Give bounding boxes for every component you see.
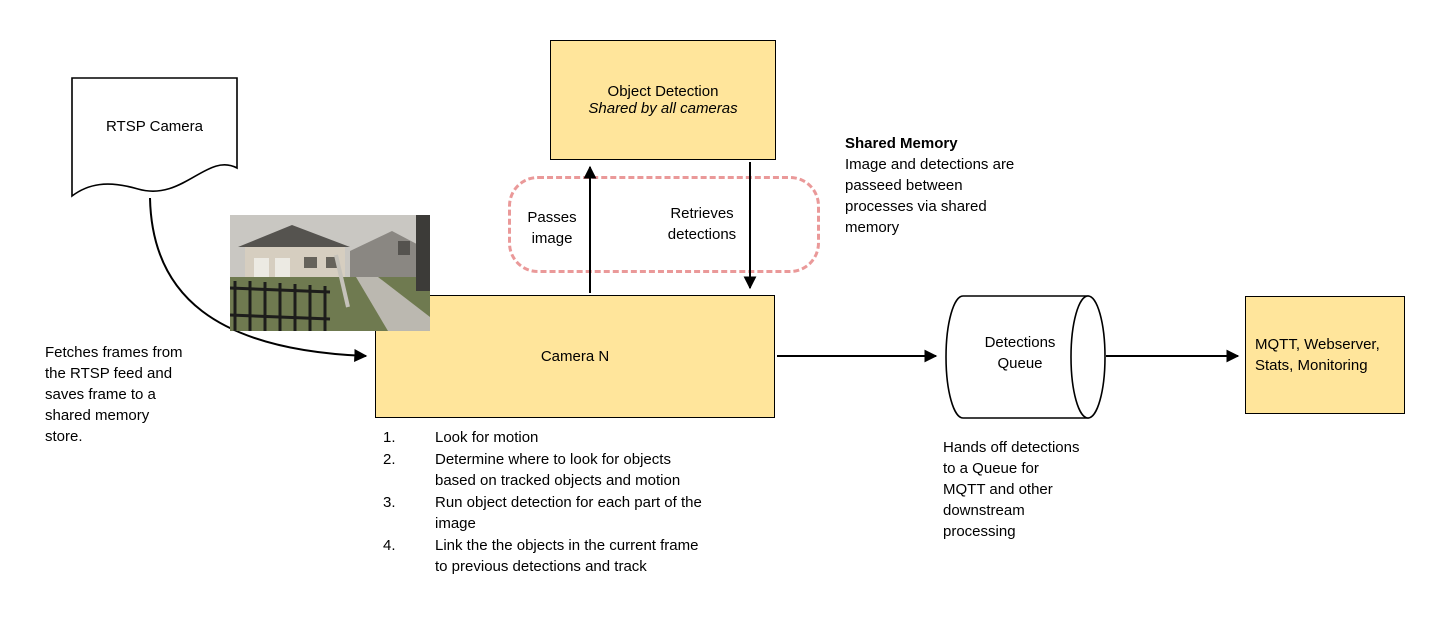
- fence: [229, 281, 331, 331]
- object-detection-title: Object Detection: [607, 83, 719, 100]
- camera-frame-image: [229, 215, 430, 331]
- shared-memory-dashed-region: [508, 176, 820, 273]
- camera-frame-scene: [229, 215, 430, 331]
- step-text: Determine where to look for objects base…: [435, 451, 681, 489]
- object-detection-subtitle: Shared by all cameras: [588, 100, 738, 117]
- camera-n-label: Camera N: [540, 348, 610, 365]
- passes-image-label: Passes image: [527, 209, 577, 247]
- camera-steps-list: 1. Look for motion 2. Determine where to…: [383, 427, 755, 577]
- object-detection-box: Object Detection Shared by all cameras: [550, 40, 776, 160]
- shared-memory-note: Shared Memory Image and detections are p…: [845, 133, 1057, 238]
- step-text: Look for motion: [435, 429, 539, 446]
- outputs-box: MQTT, Webserver, Stats, Monitoring: [1245, 296, 1405, 414]
- list-item: 3. Run object detection for each part of…: [383, 492, 755, 534]
- outputs-label: MQTT, Webserver, Stats, Monitoring: [1255, 336, 1380, 374]
- camera-n-box: Camera N: [375, 295, 775, 418]
- rtsp-camera-label: RTSP Camera: [106, 118, 203, 135]
- list-item: 4. Link the the objects in the current f…: [383, 535, 755, 577]
- rtsp-camera-shape: [71, 77, 238, 198]
- step-number: 3.: [383, 494, 396, 511]
- step-text: Run object detection for each part of th…: [435, 494, 702, 532]
- step-text: Link the the objects in the current fram…: [435, 537, 699, 575]
- detections-queue-label: Detections Queue: [984, 334, 1056, 372]
- shared-memory-note-title: Shared Memory: [845, 135, 958, 152]
- step-number: 1.: [383, 429, 396, 446]
- list-item: 2. Determine where to look for objects b…: [383, 449, 755, 491]
- shared-memory-note-body: Image and detections are passeed between…: [845, 156, 1015, 236]
- step-number: 4.: [383, 537, 396, 554]
- list-item: 1. Look for motion: [383, 427, 755, 448]
- queue-note: Hands off detections to a Queue for MQTT…: [943, 439, 1080, 540]
- retrieves-detections-label: Retrieves detections: [667, 205, 737, 243]
- fetch-note: Fetches frames from the RTSP feed and sa…: [45, 344, 183, 445]
- step-number: 2.: [383, 451, 396, 468]
